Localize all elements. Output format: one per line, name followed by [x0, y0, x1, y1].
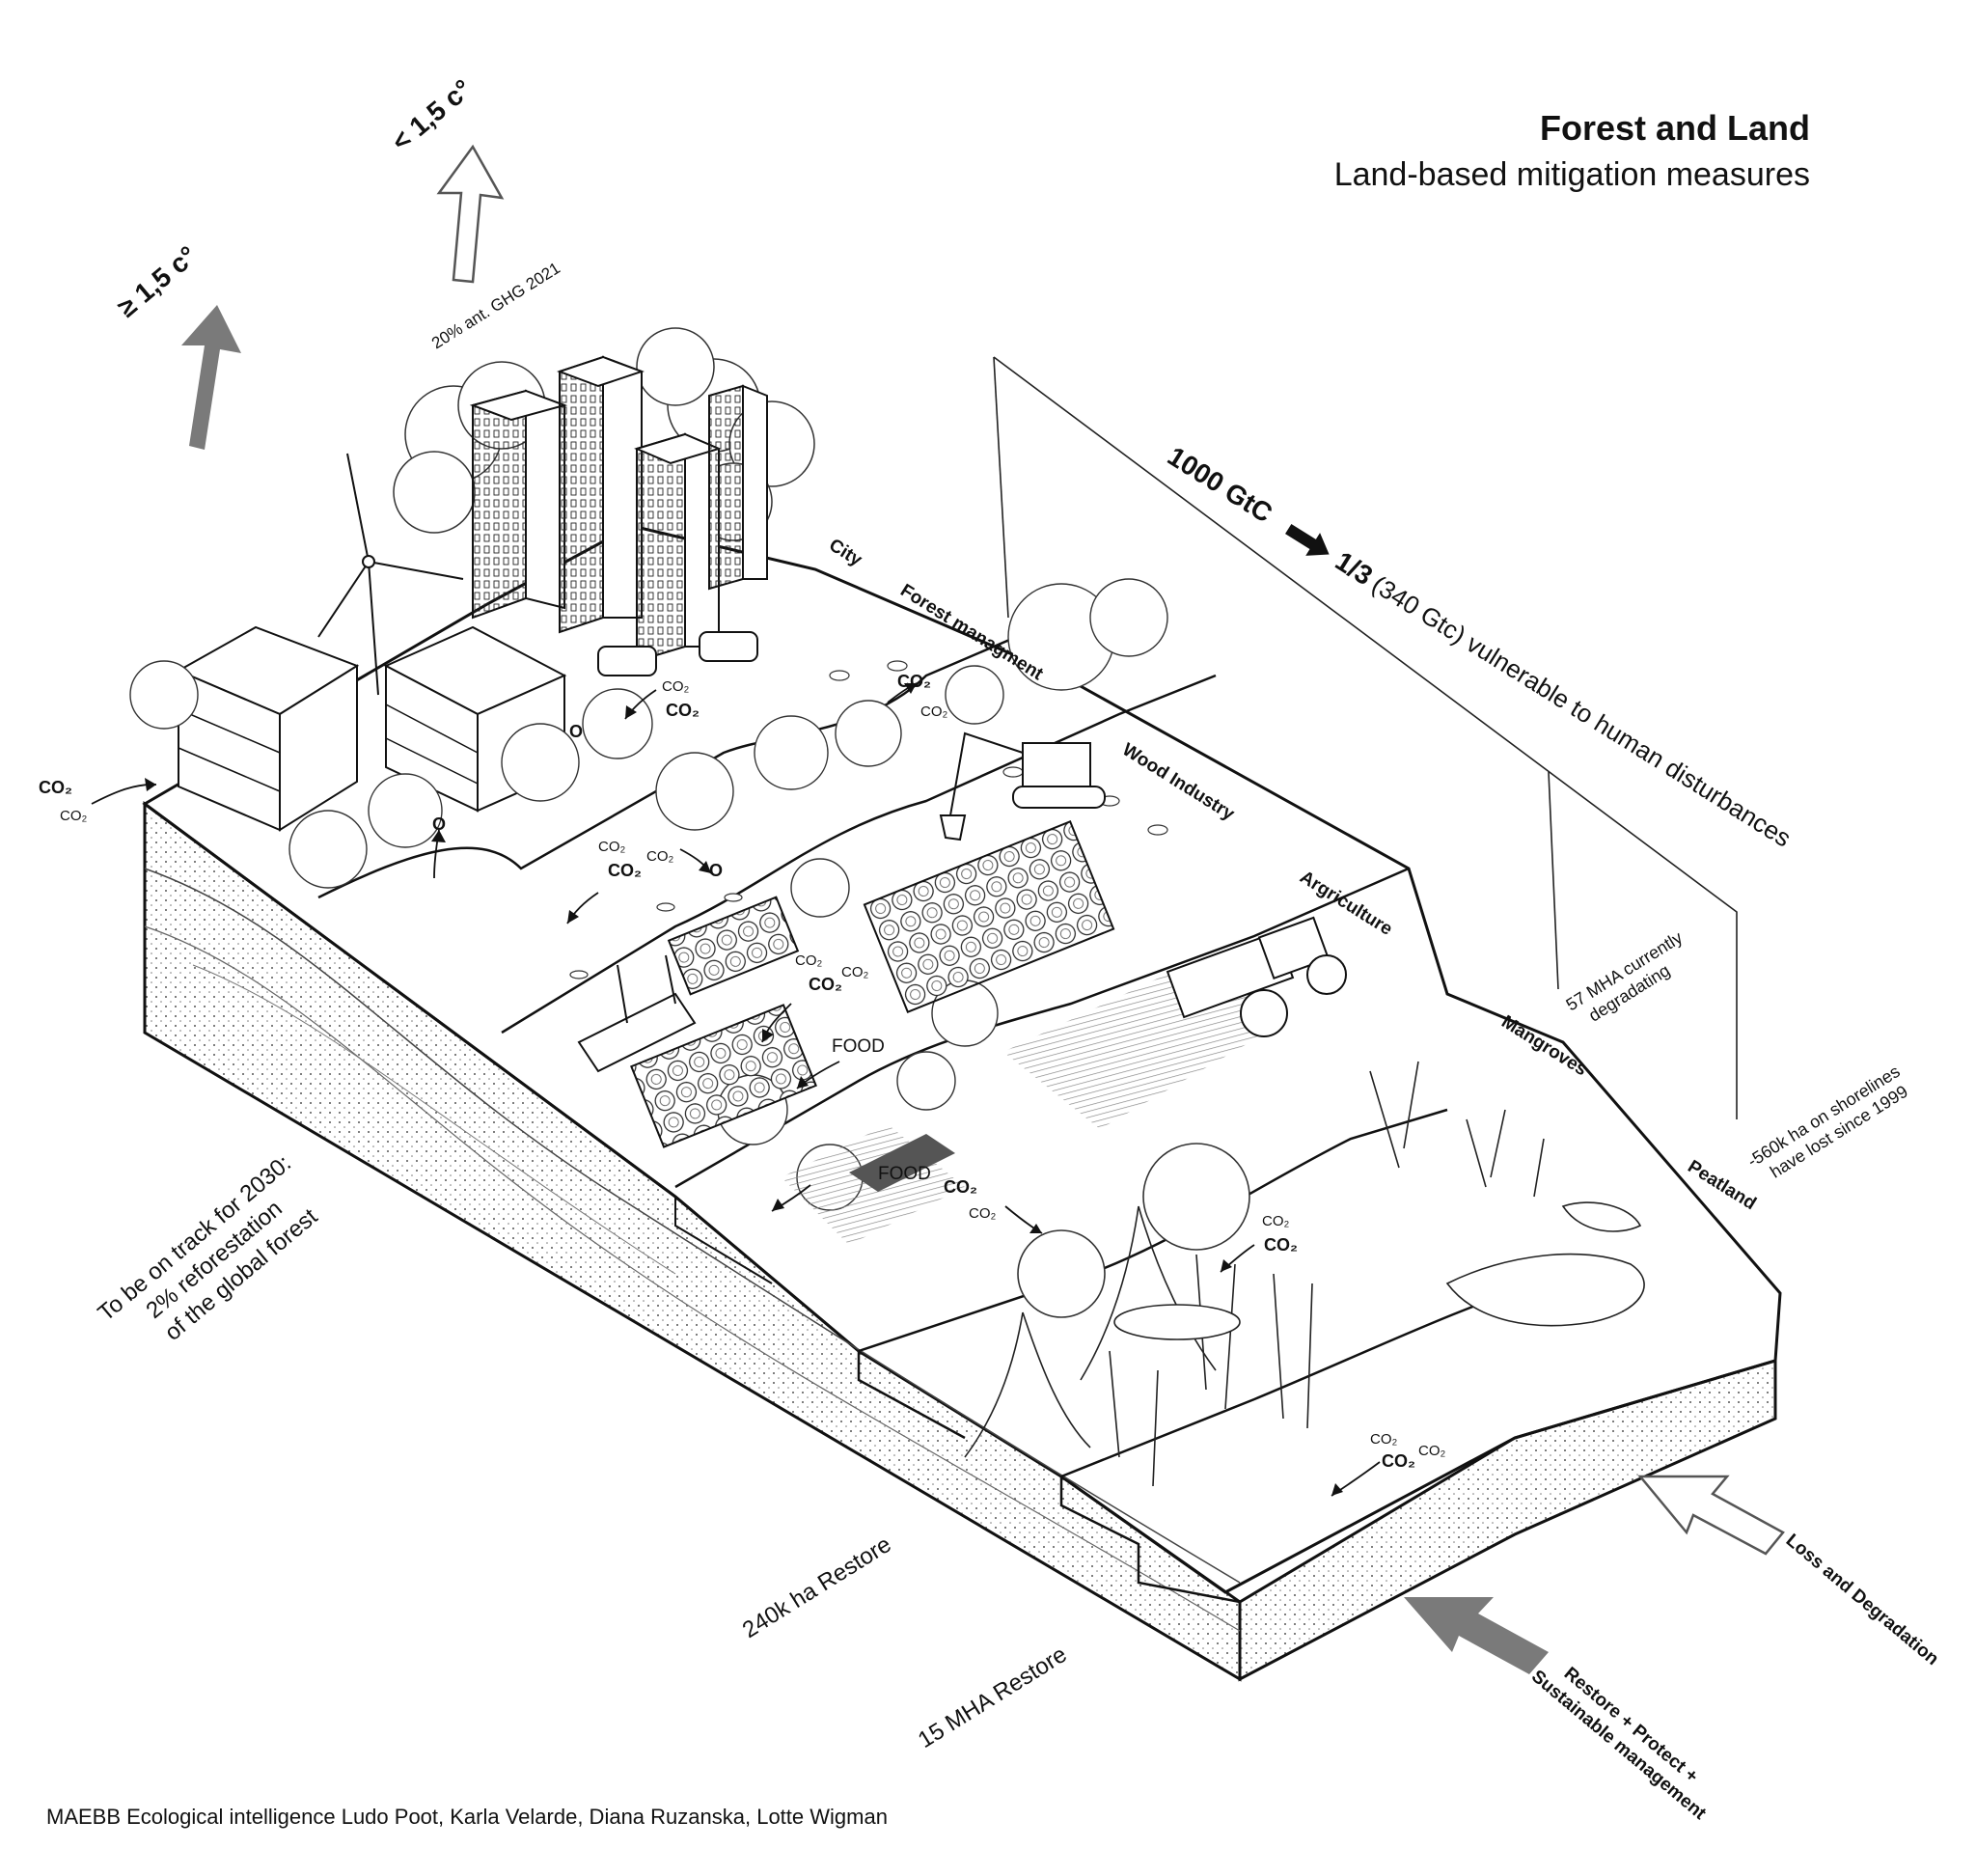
temp-above-label: ≥ 1,5 c° — [112, 240, 203, 323]
carbon-arrow-icon — [1281, 517, 1336, 566]
co2-small-label: CO₂ — [795, 952, 823, 969]
co2-small-label: CO₂ — [60, 808, 88, 824]
ghg-note: 20% ant. GHG 2021 — [428, 259, 563, 352]
co2-label: CO₂ — [608, 861, 642, 880]
reforestation-note: To be on track for 2030: 2% reforestatio… — [94, 1150, 334, 1371]
tower-2 — [560, 357, 642, 632]
oxygen-label: O — [569, 722, 583, 741]
car-1 — [598, 647, 656, 676]
shoreline-note: -560k ha on shorelines have lost since 1… — [1744, 1062, 1915, 1189]
svg-text:1000 GtC: 1000 GtC — [1163, 441, 1277, 529]
co2-small-label: CO₂ — [1418, 1443, 1446, 1459]
title: Forest and Land — [1540, 108, 1810, 148]
temperature-arrow-above — [180, 301, 241, 450]
zone-city: City — [825, 535, 865, 570]
co2-small-label: CO₂ — [841, 964, 869, 980]
restore-240k-label: 240k ha Restore — [738, 1531, 896, 1643]
co2-label: CO₂ — [897, 672, 931, 691]
loss-degradation-label: Loss and Degradation — [1782, 1531, 1942, 1669]
tower-4 — [709, 386, 767, 589]
temperature-arrow-below — [439, 147, 502, 282]
loss-arrow — [1640, 1476, 1783, 1554]
restore-15mha-label: 15 MHA Restore — [914, 1642, 1072, 1753]
car-2 — [700, 632, 757, 661]
co2-small-label: CO₂ — [1370, 1431, 1398, 1448]
co2-small-label: CO₂ — [646, 848, 674, 865]
co2-small-label: CO₂ — [920, 704, 948, 720]
temp-below-label: < 1,5 c° — [386, 73, 478, 156]
oxygen-label: O — [709, 861, 723, 880]
co2-small-label: CO₂ — [662, 678, 690, 695]
co2-small-label: CO₂ — [969, 1205, 997, 1222]
restore-arrow — [1404, 1597, 1549, 1674]
svg-text:1/3: 1/3 — [1331, 545, 1378, 591]
oxygen-label: O — [432, 814, 446, 834]
tower-1 — [473, 391, 564, 618]
food-label: FOOD — [878, 1164, 931, 1184]
restore-protect-label: Restore + Protect + Sustainable manageme… — [1527, 1648, 1725, 1824]
credit-line: MAEBB Ecological intelligence Ludo Poot,… — [46, 1805, 888, 1829]
co2-label: CO₂ — [1264, 1235, 1298, 1255]
subtitle: Land-based mitigation measures — [1334, 156, 1810, 193]
pond — [1114, 1305, 1240, 1339]
co2-label: CO₂ — [809, 975, 842, 994]
co2-small-label: CO₂ — [598, 839, 626, 855]
co2-label: CO₂ — [666, 701, 700, 720]
co2-small-label: CO₂ — [1262, 1213, 1290, 1229]
co2-label: CO₂ — [944, 1177, 977, 1197]
co2-label: CO₂ — [1382, 1451, 1415, 1471]
co2-label: CO₂ — [39, 778, 72, 797]
svg-text:(340 Gtc) vulnerable to human: (340 Gtc) vulnerable to human disturbanc… — [1367, 569, 1797, 852]
mha-degrading-note: 57 MHA currently degradating — [1563, 927, 1697, 1033]
food-label: FOOD — [832, 1036, 885, 1057]
svg-text:Sustainable management: Sustainable management — [1527, 1667, 1711, 1825]
tower-3 — [637, 434, 719, 661]
